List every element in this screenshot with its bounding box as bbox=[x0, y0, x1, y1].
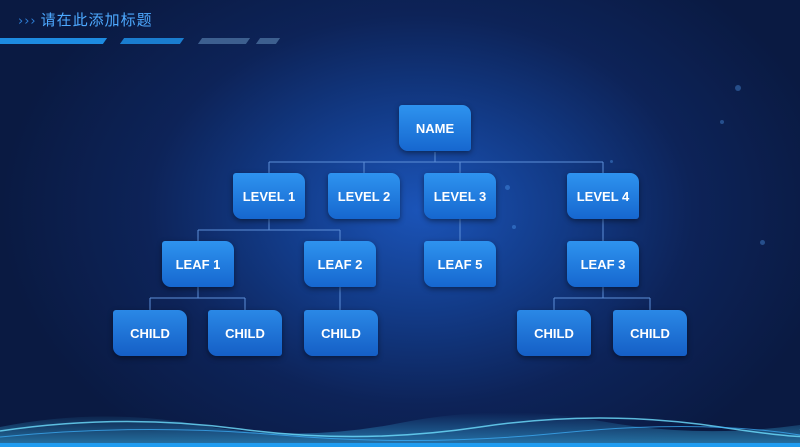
leaf-node[interactable]: LEAF 3 bbox=[567, 241, 639, 287]
child-node[interactable]: CHILD bbox=[113, 310, 187, 356]
chevrons-icon: ››› bbox=[18, 14, 37, 29]
child-node[interactable]: CHILD bbox=[517, 310, 591, 356]
slide-title[interactable]: ›››请在此添加标题 bbox=[18, 9, 153, 30]
slide-title-text: 请在此添加标题 bbox=[40, 11, 153, 29]
level-node[interactable]: LEVEL 2 bbox=[328, 173, 400, 219]
root-node[interactable]: NAME bbox=[399, 105, 471, 151]
leaf-node[interactable]: LEAF 1 bbox=[162, 241, 234, 287]
child-node[interactable]: CHILD bbox=[208, 310, 282, 356]
header-banner: ›››请在此添加标题 bbox=[0, 0, 800, 50]
level-node[interactable]: LEVEL 4 bbox=[567, 173, 639, 219]
child-node[interactable]: CHILD bbox=[613, 310, 687, 356]
level-node[interactable]: LEVEL 3 bbox=[424, 173, 496, 219]
level-node[interactable]: LEVEL 1 bbox=[233, 173, 305, 219]
leaf-node[interactable]: LEAF 2 bbox=[304, 241, 376, 287]
child-node[interactable]: CHILD bbox=[304, 310, 378, 356]
leaf-node[interactable]: LEAF 5 bbox=[424, 241, 496, 287]
decorative-wave bbox=[0, 412, 800, 447]
